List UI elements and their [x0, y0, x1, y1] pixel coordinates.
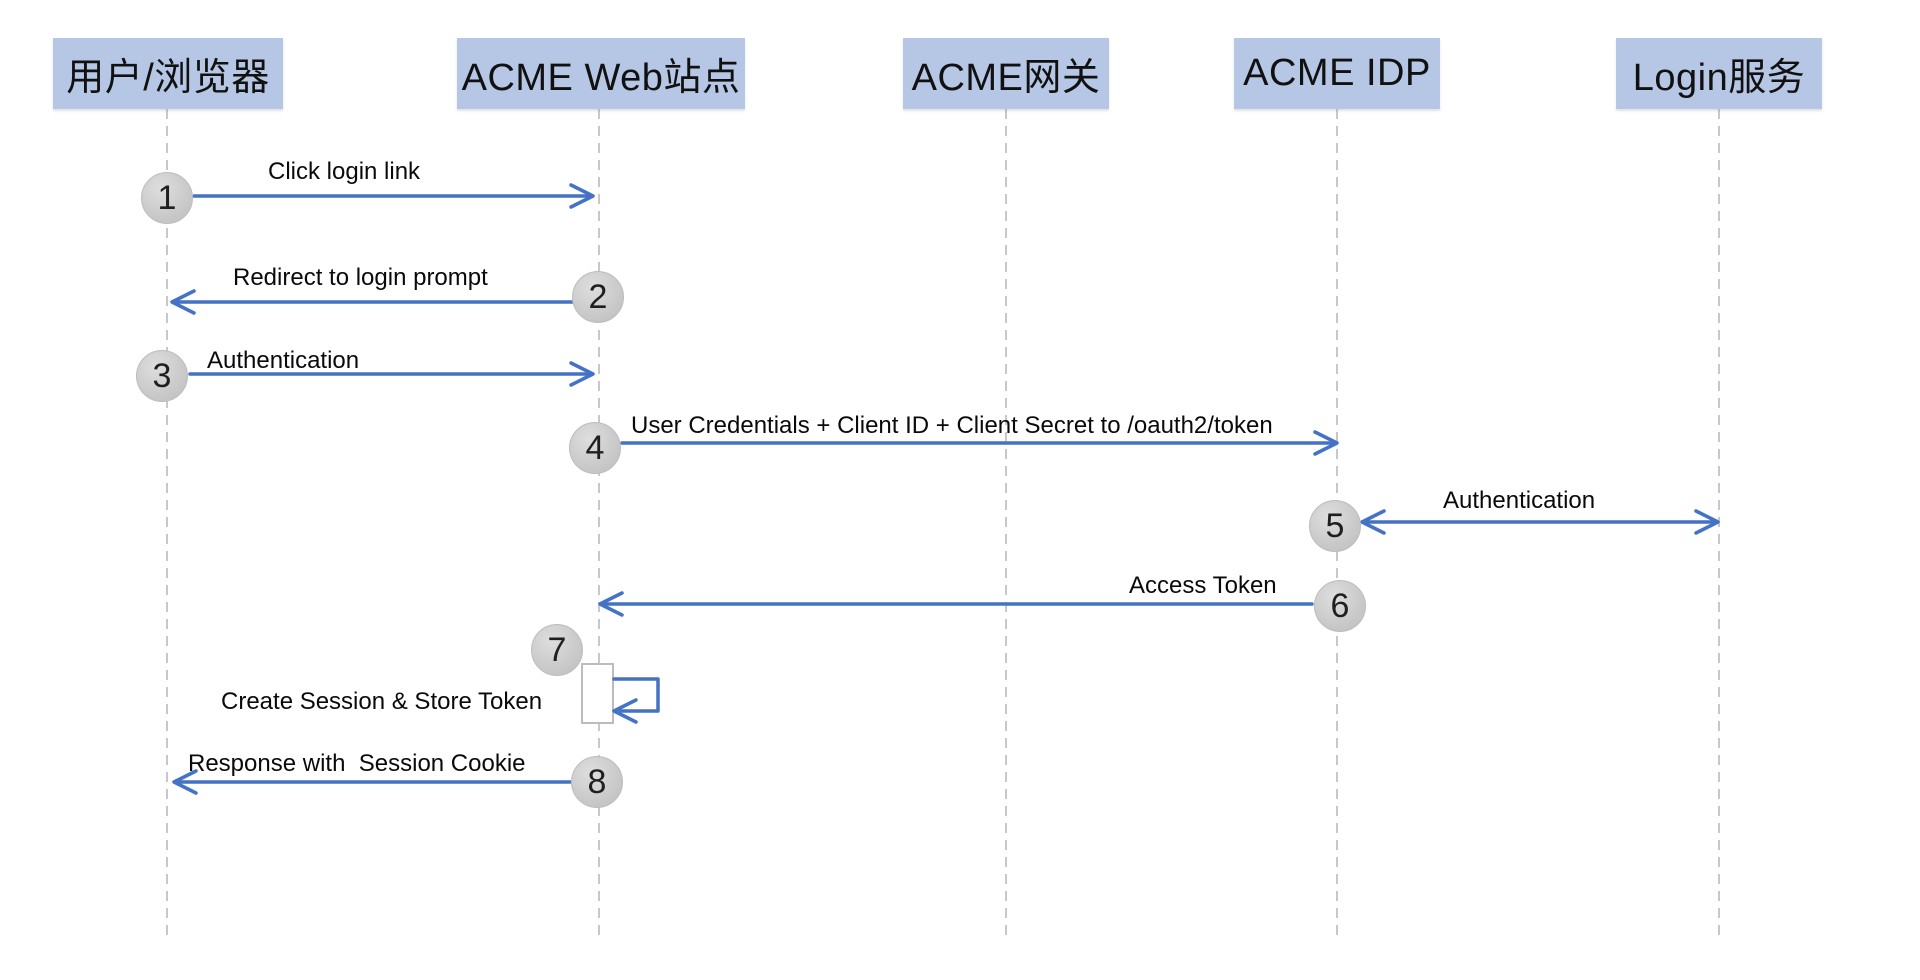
message-arrow-4 — [620, 430, 1339, 456]
step-badge-1: 1 — [141, 172, 193, 224]
arrowhead-right-icon — [1313, 430, 1339, 456]
actor-label: ACME Web站点 — [461, 57, 741, 99]
message-arrow-3 — [188, 361, 595, 387]
message-arrow-6 — [598, 591, 1314, 617]
actor-acme-idp: ACME IDP — [1234, 38, 1440, 109]
actor-acme-gateway: ACME网关 — [903, 38, 1109, 109]
actor-user-browser: 用户/浏览器 — [53, 38, 283, 109]
message-label-5: Authentication — [1443, 487, 1596, 514]
message-arrow-7-self-loop — [612, 677, 660, 724]
actor-login-service: Login服务 — [1616, 38, 1822, 109]
arrowhead-left-icon — [172, 769, 198, 795]
arrowhead-left-icon — [598, 591, 624, 617]
arrowhead-right-icon — [1694, 509, 1720, 535]
message-label-1: Click login link — [268, 158, 421, 185]
step-badge-8: 8 — [571, 756, 623, 808]
arrowhead-left-icon — [1360, 509, 1386, 535]
actor-label: Login服务 — [1632, 57, 1806, 99]
activation-box — [581, 663, 614, 724]
actor-label: ACME网关 — [911, 57, 1101, 99]
message-arrow-1 — [192, 183, 595, 209]
message-arrow-2 — [170, 289, 579, 315]
step-badge-7: 7 — [531, 624, 583, 676]
arrowhead-right-icon — [569, 183, 595, 209]
actor-label: ACME IDP — [1243, 52, 1431, 94]
message-label-7: Create Session & Store Token — [221, 688, 543, 715]
message-arrow-5 — [1360, 509, 1720, 535]
lifelines — [166, 109, 1720, 942]
step-badge-2: 2 — [572, 271, 624, 323]
message-label-4: User Credentials + Client ID + Client Se… — [631, 412, 1273, 439]
message-label-3: Authentication — [207, 347, 360, 374]
message-arrow-8 — [172, 769, 572, 795]
message-label-6: Access Token — [1129, 572, 1277, 599]
step-badge-6: 6 — [1314, 580, 1366, 632]
step-badge-3: 3 — [136, 350, 188, 402]
arrowhead-right-icon — [569, 361, 595, 387]
arrowhead-left-icon — [612, 698, 638, 724]
actor-label: 用户/浏览器 — [66, 57, 270, 99]
step-badge-5: 5 — [1309, 500, 1361, 552]
actor-acme-web: ACME Web站点 — [457, 38, 745, 109]
arrowhead-left-icon — [170, 289, 196, 315]
step-badge-4: 4 — [569, 422, 621, 474]
message-label-2: Redirect to login prompt — [233, 264, 488, 291]
message-label-8: Response with Session Cookie — [188, 750, 526, 777]
